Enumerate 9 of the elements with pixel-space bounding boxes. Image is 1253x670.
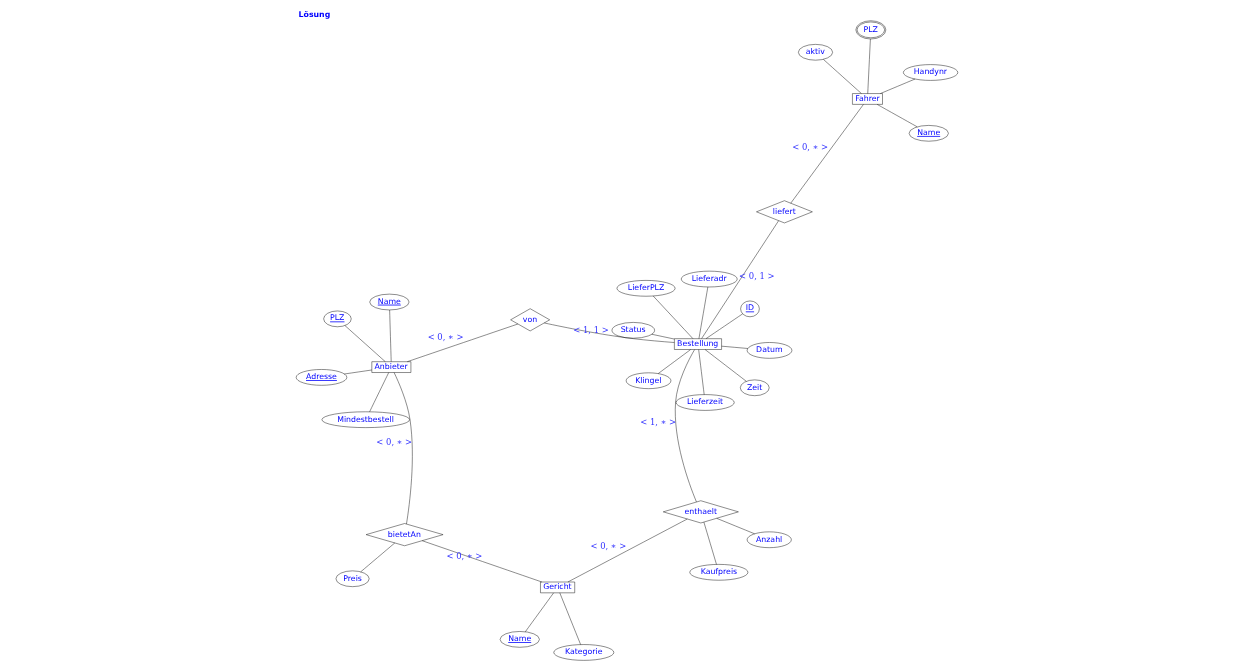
edge-label: < 1, ∗ >	[639, 417, 676, 428]
edge-label: < 1, 1 >	[572, 324, 609, 335]
edge-label: < 0, ∗ >	[589, 540, 626, 551]
edge-label: < 0, ∗ >	[375, 437, 412, 448]
edge-label: < 0, ∗ >	[791, 141, 828, 152]
edge-label: < 0, ∗ >	[427, 331, 464, 342]
connector	[543, 322, 675, 343]
edge-label: < 0, ∗ >	[446, 550, 482, 561]
edge-label: < 0, 1 >	[738, 270, 775, 281]
